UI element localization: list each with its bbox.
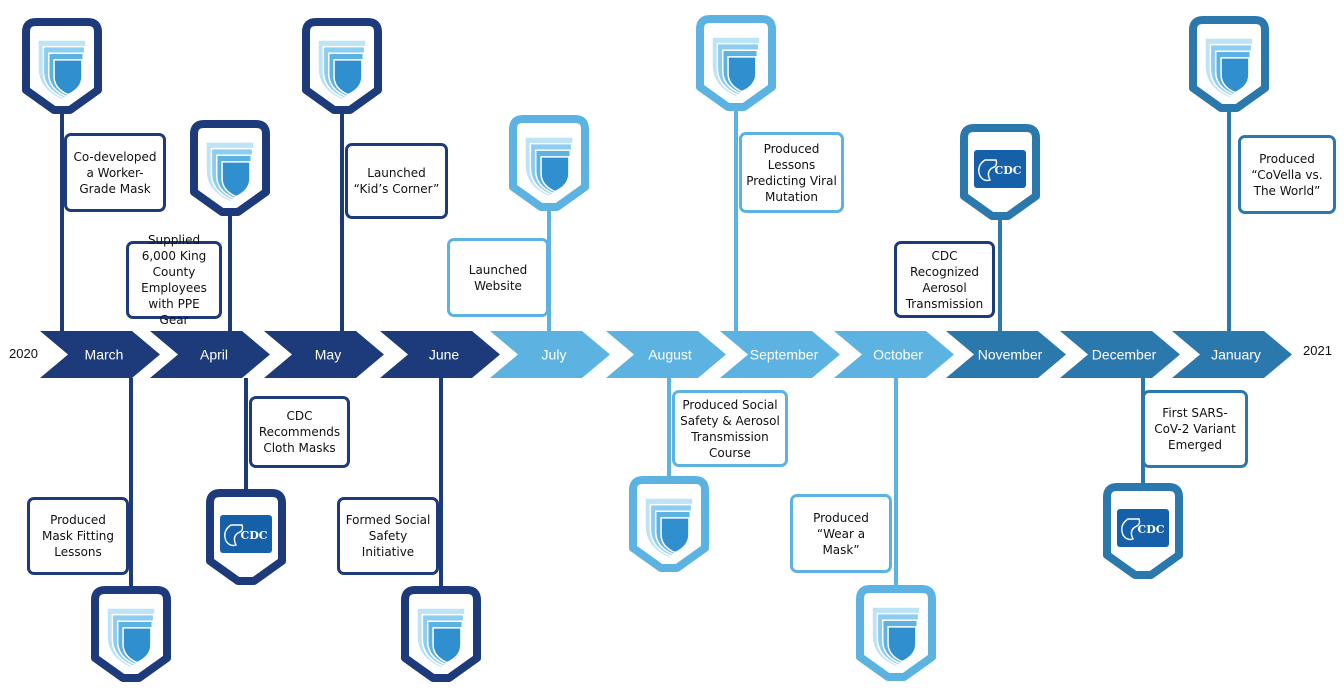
- event-box-may-above: Launched “Kid’s Corner”: [345, 143, 448, 219]
- month-label-september: September: [750, 347, 819, 363]
- month-label-december: December: [1092, 347, 1157, 363]
- month-arrow-december: [1060, 331, 1180, 378]
- marker-march-below: [91, 586, 171, 682]
- shield-icon: [644, 497, 694, 559]
- cdc-logo-icon: CDC: [220, 515, 272, 553]
- event-box-july-above: Launched Website: [447, 238, 549, 317]
- marker-april-below: CDC: [206, 489, 286, 585]
- marker-october-below: [856, 585, 936, 681]
- cdc-logo-icon: CDC: [1117, 509, 1169, 547]
- month-arrow-march: [40, 331, 160, 378]
- month-label-june: June: [429, 347, 460, 363]
- event-box-april-below: CDC Recommends Cloth Masks: [249, 396, 350, 468]
- shield-icon: [1204, 37, 1254, 99]
- month-arrow-september: [720, 331, 840, 378]
- marker-april-above: [190, 120, 270, 216]
- marker-november-above: CDC: [960, 124, 1040, 220]
- marker-july-above: [509, 115, 589, 211]
- end-year-label: 2021: [1303, 343, 1332, 358]
- event-box-june-below: Formed Social Safety Initiative: [337, 497, 439, 575]
- event-box-september-above: Produced Lessons Predicting Viral Mutati…: [739, 132, 844, 213]
- shield-icon: [416, 607, 466, 669]
- event-box-march-below: Produced Mask Fitting Lessons: [27, 497, 129, 575]
- marker-june-below: [401, 586, 481, 682]
- event-box-october-below: Produced “Wear a Mask”: [790, 494, 892, 573]
- marker-december-below: CDC: [1103, 483, 1183, 579]
- shield-icon: [106, 607, 156, 669]
- month-arrow-october: [834, 331, 954, 378]
- month-label-april: April: [200, 347, 228, 363]
- svg-text:CDC: CDC: [240, 529, 267, 542]
- month-arrow-november: [946, 331, 1066, 378]
- month-arrow-january: [1172, 331, 1292, 378]
- month-arrow-june: [380, 331, 500, 378]
- event-box-november-above: CDC Recognized Aerosol Transmission: [894, 241, 995, 318]
- event-box-march-above: Co-developed a Worker-Grade Mask: [64, 133, 166, 212]
- month-arrow-april: [150, 331, 270, 378]
- marker-august-below: [629, 476, 709, 572]
- month-arrow-august: [606, 331, 726, 378]
- marker-may-above: [302, 18, 382, 114]
- marker-january-above: [1189, 16, 1269, 112]
- month-label-november: November: [978, 347, 1043, 363]
- month-label-july: July: [542, 347, 567, 363]
- month-label-october: October: [873, 347, 923, 363]
- shield-icon: [871, 606, 921, 668]
- event-box-january-above: Produced “CoVella vs. The World”: [1238, 135, 1336, 214]
- shield-icon: [37, 39, 87, 101]
- marker-march-above: [22, 18, 102, 114]
- marker-september-above: [696, 15, 776, 111]
- shield-icon: [524, 136, 574, 198]
- svg-text:CDC: CDC: [994, 164, 1021, 177]
- cdc-logo-icon: CDC: [974, 150, 1026, 188]
- event-box-august-below: Produced Social Safety & Aerosol Transmi…: [672, 390, 788, 467]
- shield-icon: [205, 141, 255, 203]
- start-year-label: 2020: [9, 346, 38, 361]
- month-arrow-july: [490, 331, 610, 378]
- month-arrow-may: [264, 331, 384, 378]
- month-label-may: May: [315, 347, 341, 363]
- month-label-august: August: [648, 347, 692, 363]
- event-markers: CDC CDC CDC: [22, 15, 1269, 682]
- event-box-april-above: Supplied 6,000 King County Employees wit…: [126, 233, 222, 327]
- svg-text:CDC: CDC: [1137, 523, 1164, 536]
- shield-icon: [317, 39, 367, 101]
- shield-icon: [711, 36, 761, 98]
- event-box-december-below: First SARS-CoV-2 Variant Emerged: [1142, 390, 1248, 468]
- month-label-january: January: [1211, 347, 1261, 363]
- month-arrows: March April May June July August September Octo…: [40, 331, 1292, 378]
- month-label-march: March: [85, 347, 124, 363]
